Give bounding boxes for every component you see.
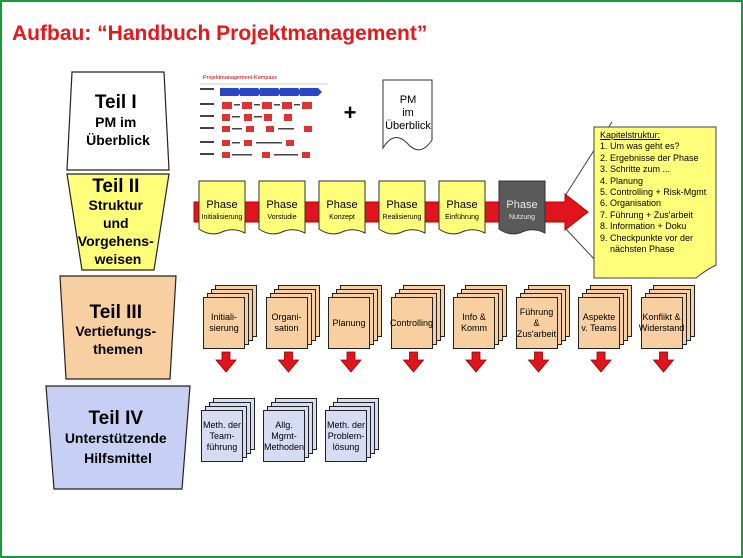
teil-4: Teil IV Unterstützende Hilfsmittel	[45, 385, 191, 490]
down-arrow	[215, 351, 237, 373]
page-sheet	[265, 297, 308, 349]
kapitel-text: Kapitelstruktur: 1. Um was geht es?2. Er…	[600, 130, 714, 255]
pm-overview-document	[382, 79, 433, 151]
plus-sign: +	[344, 100, 357, 125]
phase-sublabel: Nutzung	[509, 214, 535, 221]
kompass-thumbnail: Projektmanagement-Kompass	[198, 74, 328, 164]
page-title: Aufbau: “Handbuch Projektmanagement”	[12, 22, 428, 45]
vertiefung-doc-6: Führung & Zus'arbeit	[515, 285, 572, 351]
vertiefung-doc-label: Initiali- sierung	[209, 312, 239, 333]
page-sheet	[263, 410, 305, 462]
kompass-title: Projektmanagement-Kompass	[203, 75, 277, 81]
page-sheet	[390, 297, 433, 349]
teil-2: Teil II Struktur und Vorgehens- weisen	[66, 173, 170, 271]
vertiefung-doc-label: Konflikt & Widerstand	[638, 312, 685, 333]
kapitel-item: 9. Checkpunkte vor der	[600, 232, 694, 243]
down-arrow	[652, 351, 675, 373]
teil-2-label: Teil II Struktur und Vorgehens- weisen	[78, 176, 158, 267]
kapitel-note	[564, 121, 717, 279]
vertiefung-doc-1: Initiali- sierung	[203, 285, 259, 351]
phase-label: Phase	[506, 199, 537, 211]
kapitel-item: 4. Planung	[600, 175, 644, 186]
vertiefung-doc-label: Aspekte v. Teams	[581, 312, 617, 333]
phase-label: Phase	[446, 199, 477, 211]
teil-3-label: Teil III Vertiefungs- themen	[75, 302, 160, 357]
phase-sublabel: Initialisierung	[202, 214, 243, 221]
kapitel-item: 6. Organisation	[600, 198, 662, 209]
down-arrow	[590, 351, 612, 373]
down-arrow	[465, 351, 487, 373]
pm-overview-label: PM im Überblick	[385, 94, 431, 132]
vertiefung-doc-label: Planung	[332, 317, 366, 328]
hilfsmittel-doc-2: Allg. Mgmt- Methoden	[263, 398, 319, 464]
phase-sublabel: Realisierung	[383, 214, 422, 221]
page-sheet	[328, 297, 370, 349]
hilfsmittel-doc-1: Meth. der Team- führung	[201, 398, 257, 464]
hilfsmittel-doc-label: Allg. Mgmt- Methoden	[263, 419, 305, 452]
teil-3: Teil III Vertiefungs- themen	[59, 275, 177, 380]
vertiefung-doc-label: Controlling	[389, 317, 434, 328]
vertiefung-doc-3: Planung	[328, 285, 384, 351]
page-sheet	[201, 410, 243, 462]
hilfsmittel-doc-label: Meth. der Problem- lösung	[326, 419, 366, 452]
vertiefung-arrows	[215, 351, 675, 373]
phase-label: Phase	[266, 199, 297, 211]
kapitel-heading: Kapitelstruktur:	[600, 130, 661, 140]
phase-label: Phase	[206, 199, 237, 211]
vertiefung-doc-4: Controlling	[389, 285, 447, 351]
page-sheet	[325, 410, 367, 462]
kapitel-item: 1. Um was geht es?	[600, 141, 680, 152]
kapitel-item: 5. Controlling + Risk-Mgmt	[600, 187, 707, 198]
down-arrow	[340, 351, 362, 373]
vertiefung-doc-label: Organi- sation	[271, 312, 302, 333]
phase-list: PhaseInitialisierungPhaseVorstudiePhaseK…	[198, 180, 546, 235]
vertiefung-doc-5: Info & Komm	[453, 285, 509, 351]
page-sheet	[515, 297, 558, 349]
kapitel-item: 3. Schritte zum ...	[600, 164, 671, 175]
hilfsmittel-doc-label: Meth. der Team- führung	[202, 419, 242, 452]
phase-label: Phase	[386, 199, 417, 211]
kapitel-item: 7. Führung + Zus'arbeit	[600, 209, 694, 220]
teil-1-label: Teil I PM im Überblick	[86, 92, 150, 148]
phase-sublabel: Einführung	[445, 214, 479, 221]
down-arrow	[277, 351, 300, 373]
down-arrow	[527, 351, 550, 373]
teil-1: Teil I PM im Überblick	[66, 71, 170, 171]
vertiefung-doc-7: Aspekte v. Teams	[578, 285, 634, 351]
page-sheet	[578, 297, 620, 349]
vertiefung-doc-8: Konflikt & Widerstand	[638, 285, 697, 351]
down-arrow	[402, 351, 425, 373]
kapitel-item: 2. Ergebnisse der Phase	[600, 152, 699, 163]
phase-sublabel: Konzept	[329, 214, 355, 221]
phase-sublabel: Vorstudie	[267, 214, 296, 221]
vertiefung-doc-label: Info & Komm	[460, 312, 487, 333]
page-sheet	[203, 297, 245, 349]
vertiefung-doc-2: Organi- sation	[265, 285, 322, 351]
page-sheet	[453, 297, 495, 349]
page-sheet	[640, 297, 683, 349]
phase-label: Phase	[326, 199, 357, 211]
hilfsmittel-doc-3: Meth. der Problem- lösung	[325, 398, 381, 464]
kapitel-item: nächsten Phase	[600, 244, 675, 255]
kapitel-item: 8. Information + Doku	[600, 221, 687, 232]
vertiefung-doc-label: Führung & Zus'arbeit	[516, 306, 557, 339]
teil-4-label: Teil IV Unterstützende Hilfsmittel	[65, 408, 171, 466]
